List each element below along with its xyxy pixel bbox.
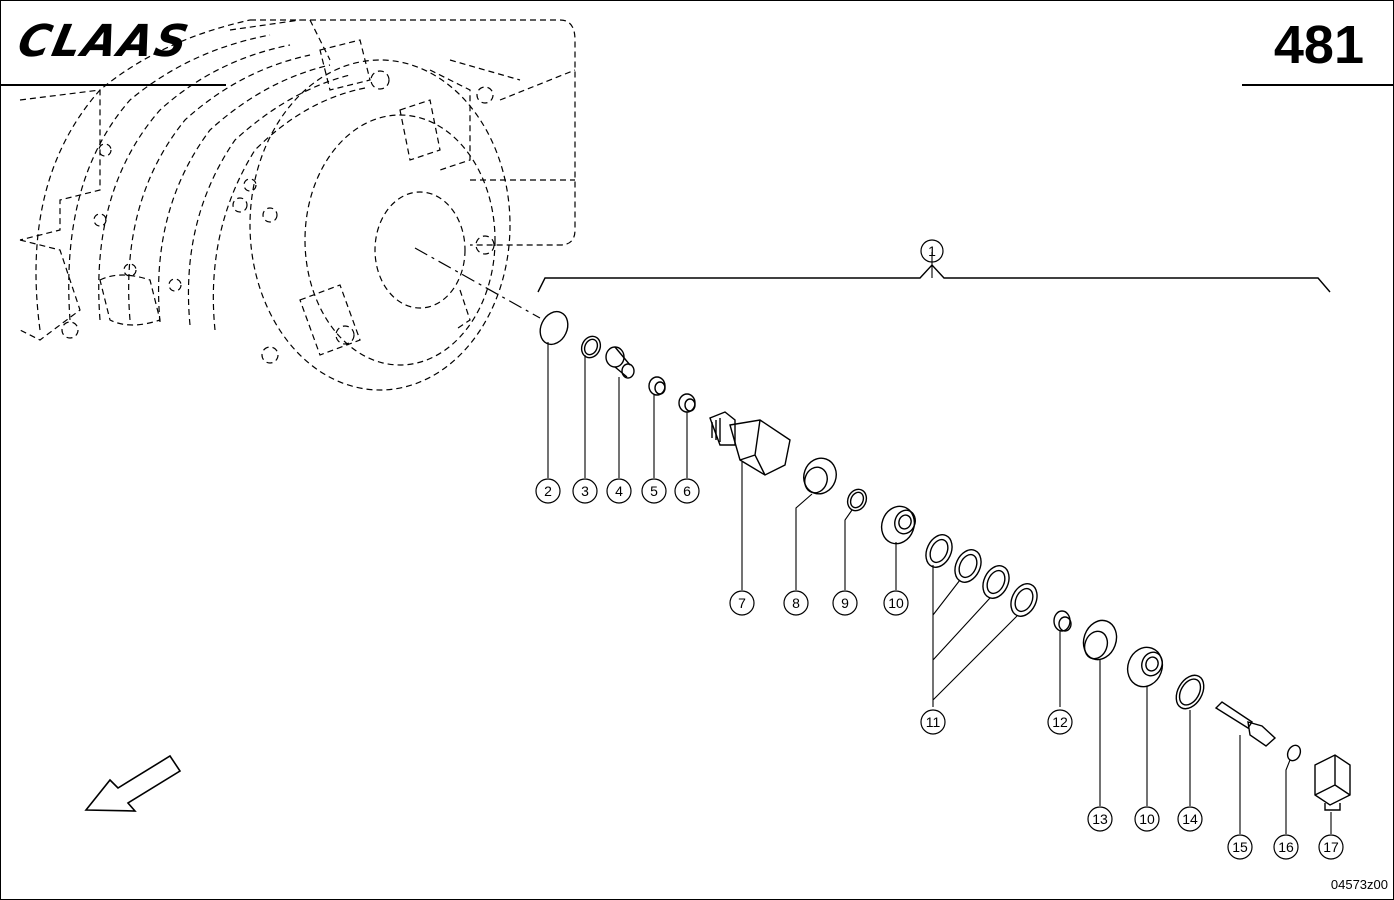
logo-underline [0, 84, 226, 86]
part-14-ring [1175, 674, 1205, 710]
part-8-bushing [803, 457, 837, 495]
callout-10-b: 10 [1139, 811, 1155, 827]
assembly-axis-line [414, 247, 541, 319]
callout-14: 14 [1182, 811, 1198, 827]
part-17-cap-nut [1314, 754, 1351, 811]
callout-1: 1 [928, 243, 936, 259]
part-5-sleeve [648, 376, 666, 396]
gearbox-housing-drawing [19, 19, 576, 391]
callout-11: 11 [926, 714, 941, 730]
callout-5: 5 [650, 483, 658, 499]
part-4-bushing [605, 346, 635, 379]
callout-7: 7 [738, 595, 746, 611]
callout-6: 6 [683, 483, 691, 499]
part-2-o-ring [539, 310, 569, 346]
callout-circles [535, 239, 1344, 860]
part-9-ring [846, 488, 868, 512]
callout-15: 15 [1232, 839, 1248, 855]
callout-12: 12 [1052, 714, 1068, 730]
part-15-pin [1214, 701, 1277, 747]
page-number-underline [1242, 84, 1394, 86]
forward-direction-arrow [84, 754, 182, 812]
part-11-shims [925, 534, 1038, 617]
part-3-ring [580, 335, 602, 359]
part-10-bearing-b [1126, 646, 1164, 688]
callout-8: 8 [792, 595, 800, 611]
assembly-bracket [537, 263, 1331, 293]
callout-9: 9 [841, 595, 849, 611]
page-number: 481 [1273, 15, 1364, 75]
callout-16: 16 [1278, 839, 1294, 855]
part-12-sleeve [1053, 610, 1072, 632]
part-7-threaded-nut [709, 411, 791, 476]
part-10-bearing-a [880, 505, 916, 545]
callout-leaders [547, 252, 1332, 834]
callout-2: 2 [544, 483, 552, 499]
part-16-washer [1286, 744, 1302, 762]
callout-labels: 1 2 3 4 5 6 7 8 9 10 11 12 13 10 14 15 1… [544, 243, 1339, 855]
callout-10-a: 10 [888, 595, 904, 611]
part-13-bushing [1082, 619, 1118, 661]
callout-3: 3 [581, 483, 589, 499]
drawing-code: 04573z00 [1330, 877, 1388, 892]
callout-13: 13 [1092, 811, 1108, 827]
callout-17: 17 [1323, 839, 1339, 855]
part-6-sleeve [678, 393, 696, 413]
callout-4: 4 [615, 483, 623, 499]
